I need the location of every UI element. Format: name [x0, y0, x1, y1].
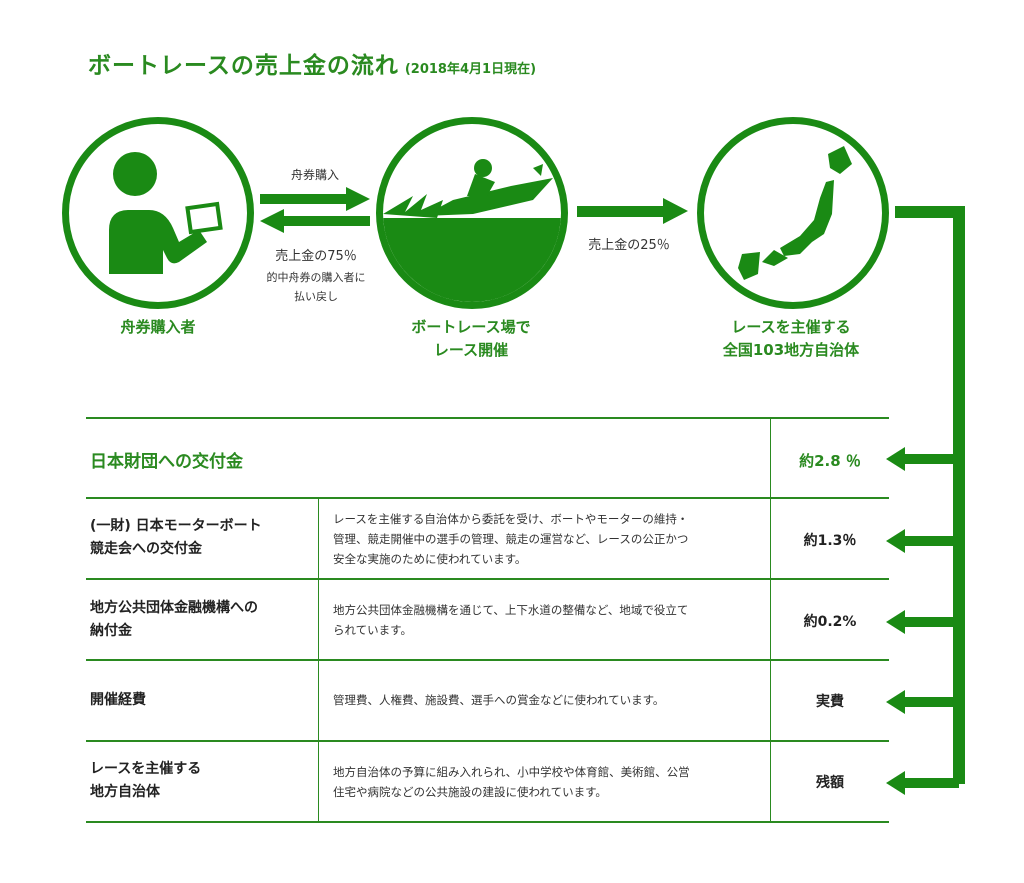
desc-line: 管理費、人権費、施設費、選手への賞金などに使われています。 [333, 693, 665, 707]
node-label-line: レースを主催する [731, 318, 851, 336]
flow-payout-pct: 売上金の75％ [275, 249, 357, 264]
desc-line: られています。 [333, 623, 413, 637]
desc-line: レースを主催する自治体から委託を受け、ボートやモーターの維持・ [333, 512, 689, 526]
table-row-label: 地方公共団体金融機構への 納付金 [90, 597, 258, 643]
table-row-desc: レースを主催する自治体から委託を受け、ボートやモーターの維持・ 管理、競走開催中… [333, 509, 688, 569]
row-arrow [886, 690, 959, 714]
table-row-desc: 地方自治体の予算に組み入れられ、小中学校や体育館、美術館、公営 住宅や病院などの… [333, 762, 690, 802]
row-arrow [886, 771, 959, 795]
label-line: (一財) 日本モーターボート [90, 518, 262, 534]
desc-line: 地方自治体の予算に組み入れられ、小中学校や体育館、美術館、公営 [333, 765, 690, 779]
arrow-payout [260, 209, 370, 233]
flow-purchase-label: 舟券購入 [290, 168, 339, 182]
node-label-race: ボートレース場で レース開催 [366, 316, 576, 362]
table-row-rate: 約0.2% [803, 614, 857, 630]
table-row-desc: 地方公共団体金融機構を通じて、上下水道の整備など、地域で役立て られています。 [333, 600, 688, 640]
desc-line: 管理、競走開催中の選手の管理、競走の運営など、レースの公正かつ [333, 532, 689, 546]
label-line: レースを主催する [90, 761, 202, 777]
flow-note-line: 払い戻し [294, 290, 338, 303]
node-label-municipal: レースを主催する 全国103地方自治体 [686, 316, 896, 362]
buyer-icon [109, 152, 223, 274]
table-divider [86, 821, 889, 823]
table-row-label: (一財) 日本モーターボート 競走会への交付金 [90, 515, 262, 561]
desc-line: 安全な実施のために使われています。 [333, 552, 527, 566]
race-circle [376, 117, 568, 309]
distribution-connector [895, 206, 965, 784]
table-row-rate: 約1.3％ [803, 533, 857, 549]
label-line: 納付金 [90, 623, 132, 639]
table-divider [86, 578, 889, 580]
arrow-to-municipal [577, 198, 688, 224]
title-date: (2018年4月1日現在) [404, 62, 537, 77]
table-row-label: レースを主催する 地方自治体 [90, 758, 201, 804]
table-divider [86, 659, 889, 661]
title-main: ボートレースの売上金の流れ [88, 53, 399, 79]
page-title: ボートレースの売上金の流れ (2018年4月1日現在) [88, 46, 536, 80]
node-label-line: 全国103地方自治体 [722, 341, 860, 359]
node-label-line: ボートレース場で [411, 318, 531, 336]
table-divider [86, 417, 889, 419]
label-line: 地方公共団体金融機構への [90, 600, 258, 616]
table-row-rate: 約2.8 ％ [799, 452, 861, 470]
label-line: 競走会への交付金 [90, 541, 202, 557]
table-row-rate: 実費 [816, 694, 844, 710]
buyer-circle [62, 117, 254, 309]
table-divider [86, 740, 889, 742]
row-arrow [886, 447, 959, 471]
row-arrow [886, 610, 959, 634]
node-label-line: レース開催 [433, 341, 509, 359]
table-row-label: 日本財団への交付金 [90, 452, 243, 472]
row-arrow [886, 529, 959, 553]
node-label-buyer: 舟券購入者 [62, 316, 254, 339]
arrow-purchase [260, 187, 370, 211]
row-arrows [886, 447, 959, 795]
flow-municipal-pct: 売上金の25％ [588, 238, 670, 253]
label-line: 地方自治体 [90, 784, 160, 800]
label-line: 開催経費 [90, 692, 146, 708]
node-label-line: 舟券購入者 [120, 318, 196, 336]
flow-payout-note: 的中舟券の購入者に 払い戻し [246, 268, 386, 306]
table-row-desc: 管理費、人権費、施設費、選手への賞金などに使われています。 [333, 690, 664, 710]
desc-line: 住宅や病院などの公共施設の建設に使われています。 [333, 785, 607, 799]
table-row-rate: 残額 [816, 775, 844, 791]
table-row-label: 開催経費 [90, 689, 146, 712]
desc-line: 地方公共団体金融機構を通じて、上下水道の整備など、地域で役立て [333, 603, 689, 617]
municipal-circle [697, 117, 889, 309]
flow-note-line: 的中舟券の購入者に [266, 271, 366, 284]
table-column-divider [770, 418, 771, 821]
table-divider [86, 497, 889, 499]
table-column-divider [318, 498, 319, 821]
japan-map-icon [738, 146, 852, 280]
